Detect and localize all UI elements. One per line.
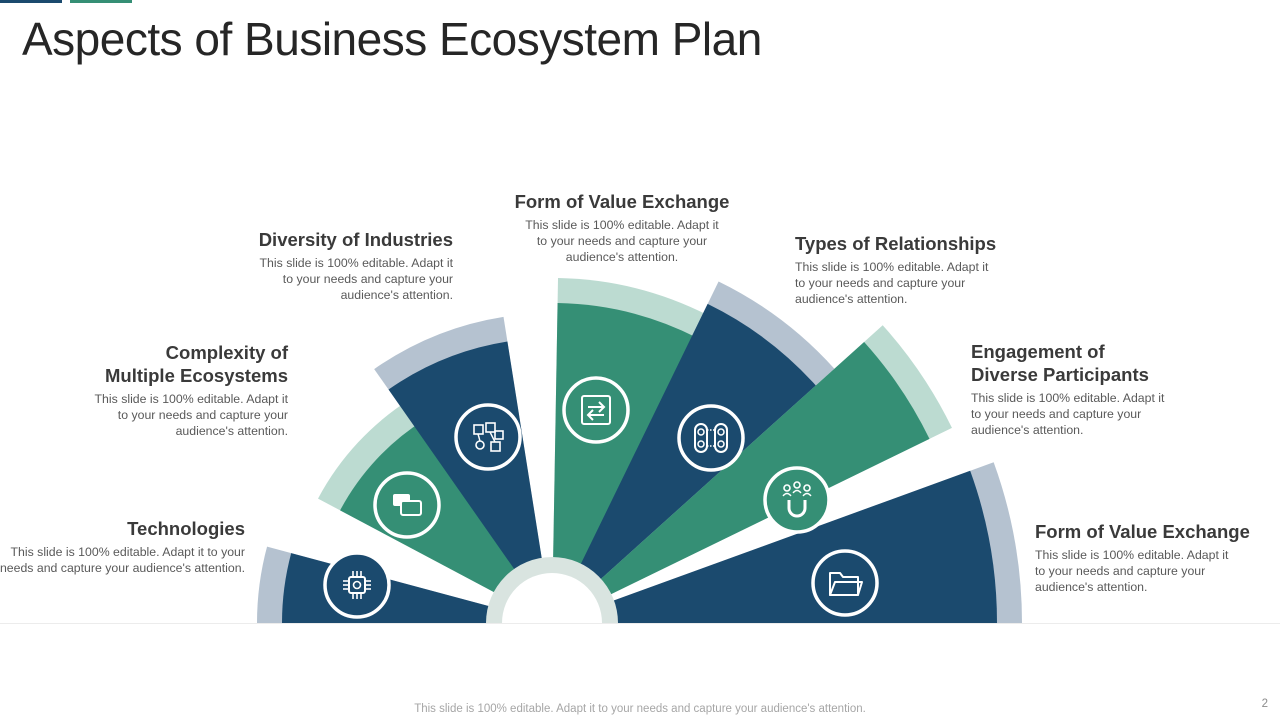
label-heading-line: Multiple Ecosystems bbox=[104, 365, 288, 386]
label-relationships: Types of Relationships This slide is 100… bbox=[795, 232, 1095, 307]
chat-icon bbox=[373, 471, 441, 539]
label-heading: Complexity of Multiple Ecosystems bbox=[0, 341, 288, 387]
label-heading: Engagement of Diverse Participants bbox=[971, 340, 1271, 386]
segment-relationships bbox=[552, 303, 816, 623]
label-heading: Form of Value Exchange bbox=[514, 191, 730, 212]
page-title: Aspects of Business Ecosystem Plan bbox=[22, 13, 762, 65]
segment-complexity bbox=[340, 419, 552, 623]
slide-footer-area bbox=[0, 623, 1280, 721]
segment-engagement bbox=[552, 341, 930, 623]
label-text: This slide is 100% editable. Adapt it to… bbox=[0, 545, 245, 575]
label-heading: Form of Value Exchange bbox=[1035, 521, 1250, 542]
label-text: This slide is 100% editable. Adapt it to… bbox=[525, 218, 719, 264]
segment-value2 bbox=[552, 470, 997, 623]
chip-icon bbox=[323, 551, 391, 619]
label-heading-line: Complexity of bbox=[165, 342, 288, 363]
exchange-icon bbox=[562, 376, 630, 444]
footer-note: This slide is 100% editable. Adapt it to… bbox=[414, 703, 866, 715]
segment-diversity bbox=[388, 341, 552, 623]
label-complexity: Complexity of Multiple Ecosystems This s… bbox=[0, 341, 288, 439]
top-accent-bar-left bbox=[0, 0, 62, 3]
label-text: This slide is 100% editable. Adapt it to… bbox=[259, 256, 453, 302]
page-number: 2 bbox=[1261, 698, 1268, 710]
label-diversity: Diversity of Industries This slide is 10… bbox=[153, 228, 453, 303]
label-heading: Diversity of Industries bbox=[258, 229, 453, 250]
label-text: This slide is 100% editable. Adapt it to… bbox=[971, 391, 1165, 437]
top-accent-bar-right bbox=[70, 0, 132, 3]
label-text: This slide is 100% editable. Adapt it to… bbox=[94, 392, 288, 438]
label-engagement: Engagement of Diverse Participants This … bbox=[971, 340, 1271, 438]
network-icon bbox=[454, 403, 522, 471]
label-value-exchange-right: Form of Value Exchange This slide is 100… bbox=[1035, 520, 1275, 595]
label-heading: Technologies bbox=[127, 518, 245, 539]
label-heading-line: Diverse Participants bbox=[971, 364, 1149, 385]
label-text: This slide is 100% editable. Adapt it to… bbox=[795, 260, 989, 306]
label-heading-line: Engagement of bbox=[971, 341, 1105, 362]
magnet-people-icon bbox=[763, 466, 831, 534]
label-text: This slide is 100% editable. Adapt it to… bbox=[1035, 548, 1229, 594]
label-heading: Types of Relationships bbox=[795, 233, 997, 254]
label-technologies: Technologies This slide is 100% editable… bbox=[0, 517, 245, 576]
people-link-icon bbox=[677, 404, 745, 472]
label-value-exchange-top: Form of Value Exchange This slide is 100… bbox=[472, 190, 772, 265]
folder-icon bbox=[811, 549, 879, 617]
